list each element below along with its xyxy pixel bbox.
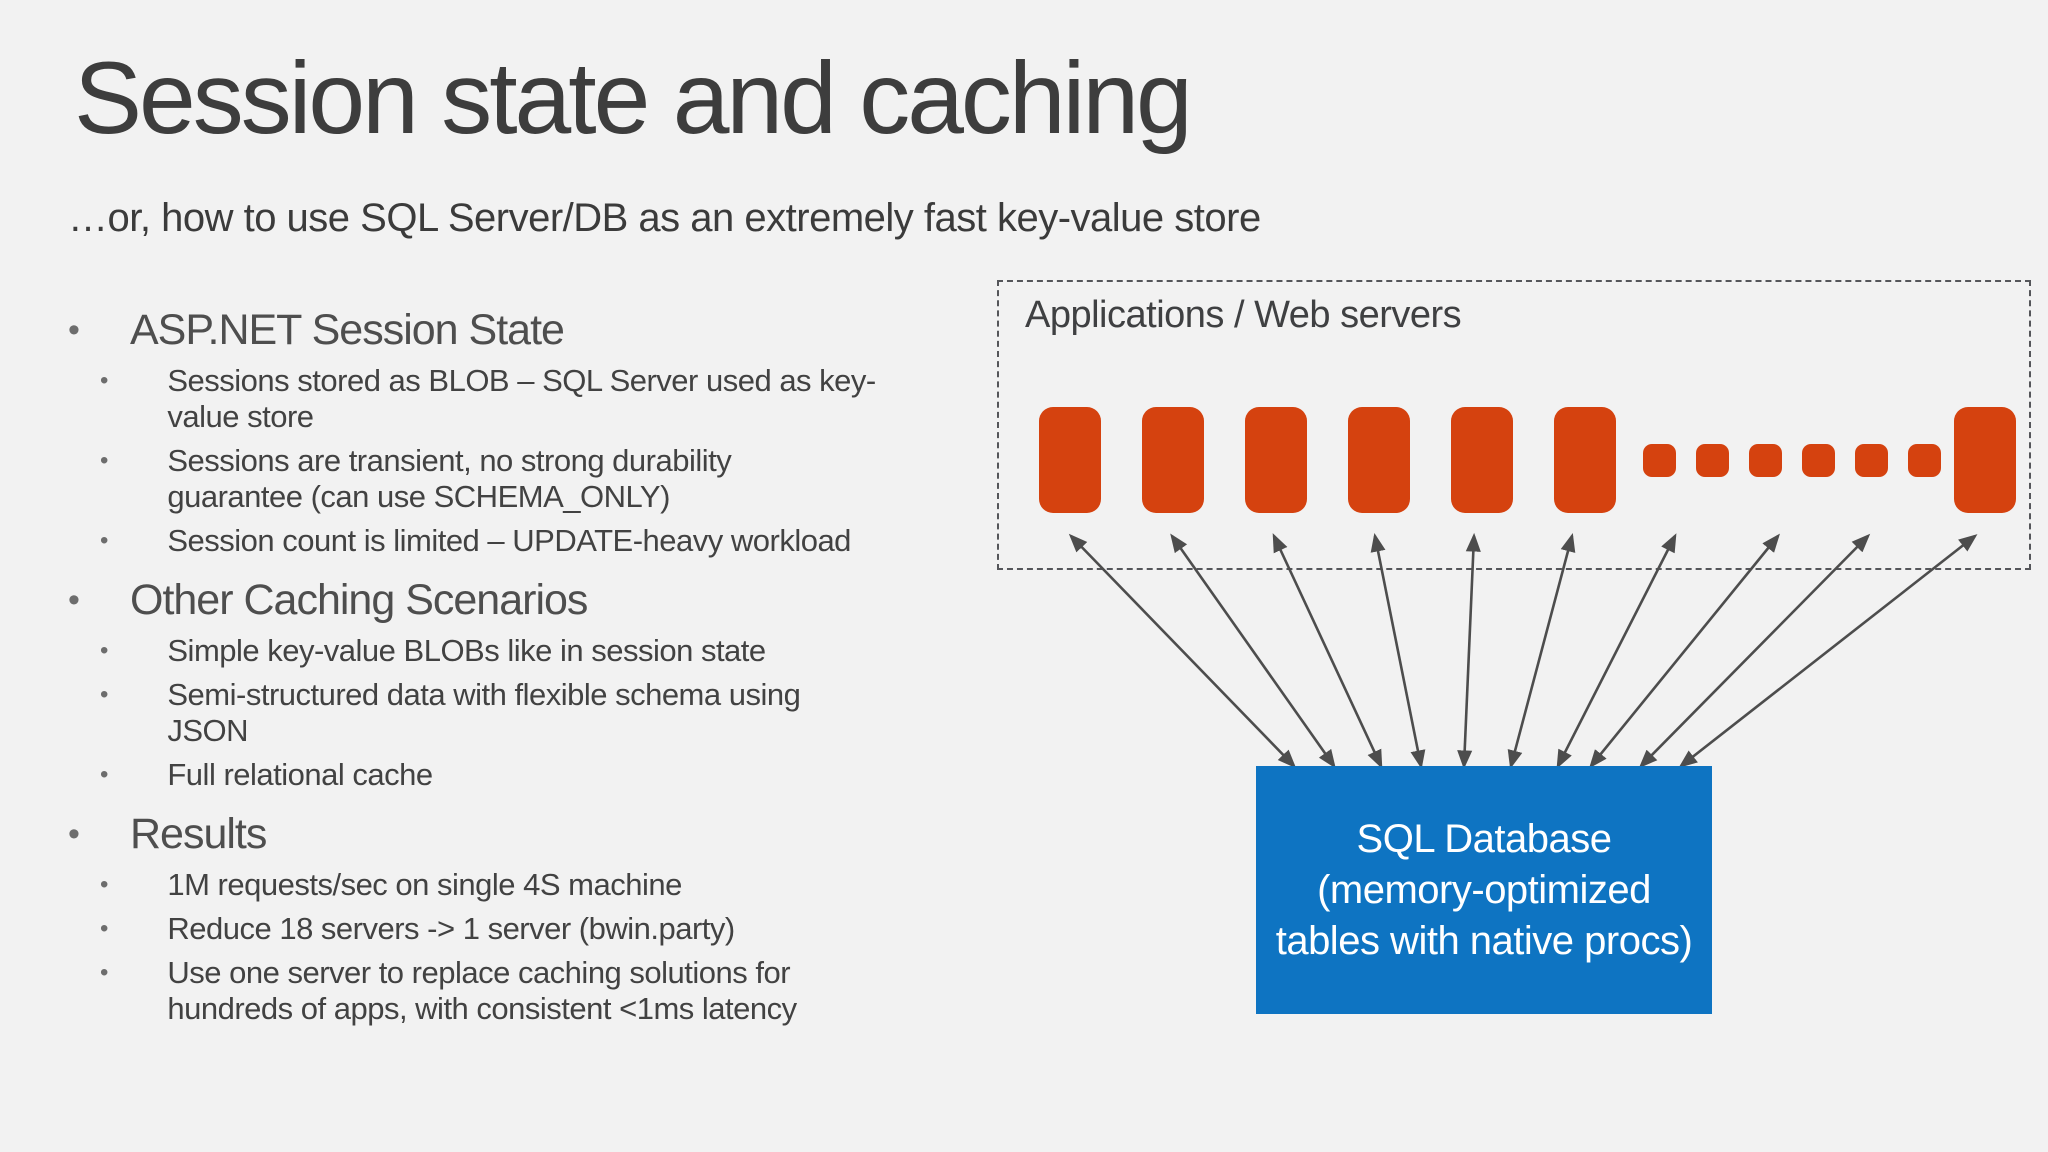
connection-arrow — [1170, 533, 1336, 769]
sql-database-label: SQL Database (memory-optimized tables wi… — [1275, 816, 1693, 963]
server-rect — [1245, 407, 1307, 513]
bullet-level2-label: Semi-structured data with flexible schem… — [167, 677, 801, 748]
bullet-level2-label: Full relational cache — [167, 757, 433, 792]
applications-box: Applications / Web servers — [997, 280, 2031, 570]
server-rect — [1908, 443, 1941, 477]
applications-box-label: Applications / Web servers — [1025, 294, 1462, 336]
server-rect — [1039, 407, 1101, 513]
arrow-lines — [1068, 532, 1978, 770]
bullet2-marker-icon: • — [100, 959, 109, 986]
bullet-level2-label: Session count is limited – UPDATE-heavy … — [167, 523, 851, 558]
bullet-level1: • Results — [0, 809, 960, 859]
bullet2-marker-icon: • — [100, 681, 109, 708]
bullet-level2: • Full relational cache — [0, 757, 960, 793]
bullet-level2: • Simple key-value BLOBs like in session … — [0, 633, 960, 669]
server-rect — [1643, 443, 1676, 477]
bullet-level2: • Sessions stored as BLOB – SQL Server us… — [0, 363, 960, 435]
connection-arrow — [1068, 533, 1297, 769]
server-row — [1039, 407, 2016, 513]
bullet2-marker-icon: • — [100, 761, 109, 788]
connection-arrow — [1589, 533, 1780, 769]
bullet1-marker-icon: • — [68, 815, 80, 853]
connection-arrow — [1678, 534, 1978, 768]
bullet2-marker-icon: • — [100, 915, 109, 942]
bullet-level2-label: Sessions are transient, no strong durabi… — [167, 443, 732, 514]
connection-arrow — [1272, 533, 1383, 769]
bullet-level2: • Sessions are transient, no strong durab… — [0, 443, 960, 515]
bullet-level2: • Semi-structured data with flexible sche… — [0, 677, 960, 749]
server-rect — [1451, 407, 1513, 513]
bullet2-marker-icon: • — [100, 447, 109, 474]
server-rect — [1855, 443, 1888, 477]
bullet-level2: • Use one server to replace caching solut… — [0, 955, 960, 1027]
server-rect — [1696, 443, 1729, 477]
slide-title: Session state and caching — [74, 41, 1193, 155]
bullet2-marker-icon: • — [100, 871, 109, 898]
server-rect — [1802, 443, 1835, 477]
connection-arrow — [1556, 533, 1677, 769]
slide-subtitle: …or, how to use SQL Server/DB as an extr… — [68, 196, 1261, 240]
sql-database-box: SQL Database (memory-optimized tables wi… — [1256, 766, 1712, 1014]
bullet-level2-label: Reduce 18 servers -> 1 server (bwin.part… — [167, 911, 735, 946]
bullet-level2: • Reduce 18 servers -> 1 server (bwin.par… — [0, 911, 960, 947]
server-rect — [1142, 407, 1204, 513]
bullet-level2-label: Simple key-value BLOBs like in session s… — [167, 633, 766, 668]
bullet2-marker-icon: • — [100, 527, 109, 554]
bullet2-marker-icon: • — [100, 367, 109, 394]
bullet-level2-label: Sessions stored as BLOB – SQL Server use… — [167, 363, 876, 434]
bullet-level1: • ASP.NET Session State — [0, 305, 960, 355]
bullet-level1-label: Other Caching Scenarios — [130, 576, 588, 624]
bullet-level2: • 1M requests/sec on single 4S machine — [0, 867, 960, 903]
bullet-level1-label: Results — [130, 810, 267, 858]
connection-arrow — [1507, 532, 1576, 770]
connection-arrow — [1638, 533, 1871, 769]
bullet1-marker-icon: • — [68, 581, 80, 619]
connection-arrow — [1457, 532, 1481, 770]
bullet-level2-label: Use one server to replace caching soluti… — [167, 955, 797, 1026]
server-rect — [1954, 407, 2016, 513]
connection-arrow — [1370, 532, 1426, 770]
bullet-level2: • Session count is limited – UPDATE-heavy… — [0, 523, 960, 559]
arrows-svg — [1068, 532, 1978, 770]
server-rect — [1554, 407, 1616, 513]
bullet1-marker-icon: • — [68, 311, 80, 349]
bullet2-marker-icon: • — [100, 637, 109, 664]
server-rect — [1749, 443, 1782, 477]
bullet-level1-label: ASP.NET Session State — [130, 306, 565, 354]
bullet-level2-label: 1M requests/sec on single 4S machine — [167, 867, 682, 902]
bullet-list: • ASP.NET Session State • Sessions stored a… — [0, 305, 960, 1027]
server-rect — [1348, 407, 1410, 513]
bullet-level1: • Other Caching Scenarios — [0, 575, 960, 625]
